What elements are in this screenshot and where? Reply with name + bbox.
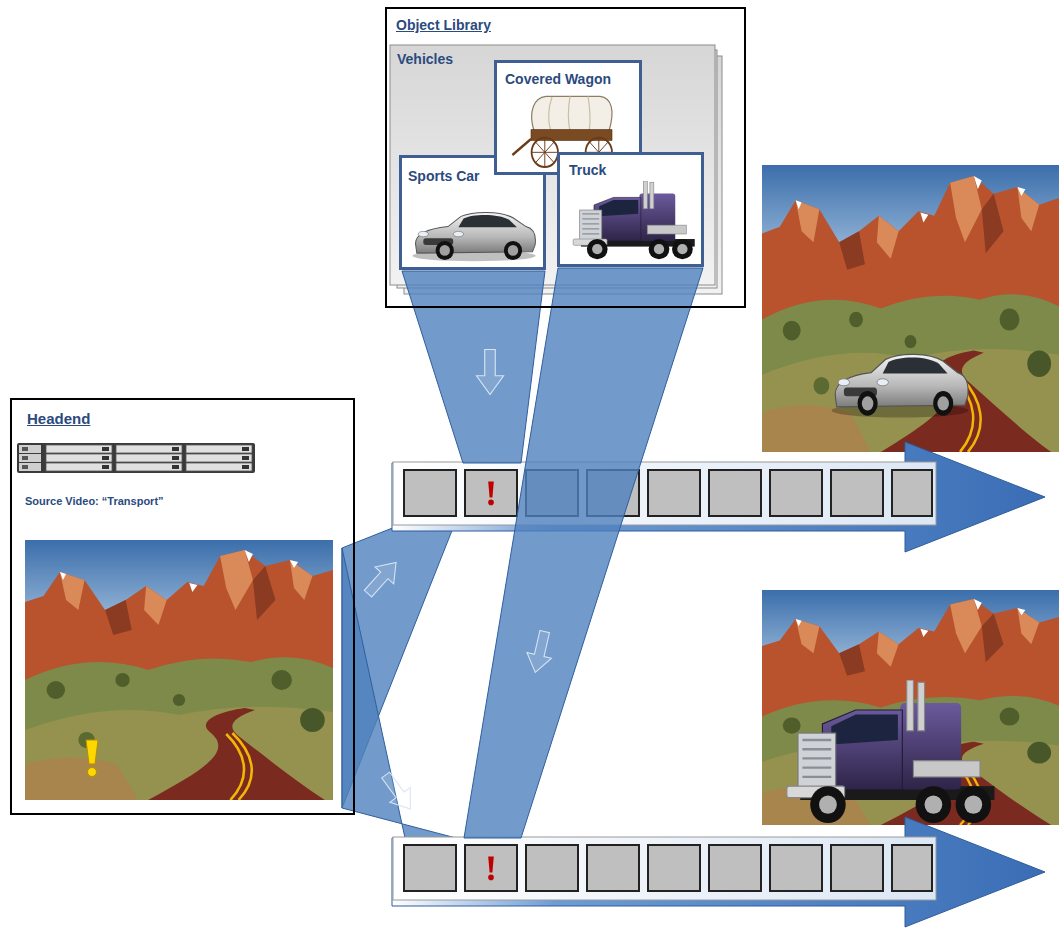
- object-name: Truck: [569, 161, 606, 179]
- insertion-beam: [342, 523, 456, 838]
- panel-title: Headend: [27, 409, 90, 428]
- library-panel: Object LibraryVehicles Covered Wagon Spo…: [385, 7, 746, 308]
- group-panel: Vehicles Covered Wagon Sports Car Truck: [390, 45, 715, 285]
- truck-picture: [566, 181, 700, 265]
- object-name: Covered Wagon: [505, 70, 611, 88]
- headend-panel: HeadendSource Video: “Transport”: [10, 398, 355, 815]
- stacked-page: [390, 45, 715, 285]
- sports-car-picture: [405, 190, 543, 268]
- object-name: Sports Car: [408, 167, 480, 185]
- panel-title: Object Library: [396, 16, 491, 34]
- server-icon: [17, 443, 255, 473]
- object-card: Truck: [557, 152, 704, 267]
- output-image-car: [762, 165, 1059, 452]
- source-label: Source Video: “Transport”: [25, 494, 164, 508]
- insertion-beam: [402, 268, 703, 838]
- output-image-truck: [762, 590, 1059, 825]
- source-video-image: [25, 540, 333, 800]
- group-title: Vehicles: [397, 50, 453, 68]
